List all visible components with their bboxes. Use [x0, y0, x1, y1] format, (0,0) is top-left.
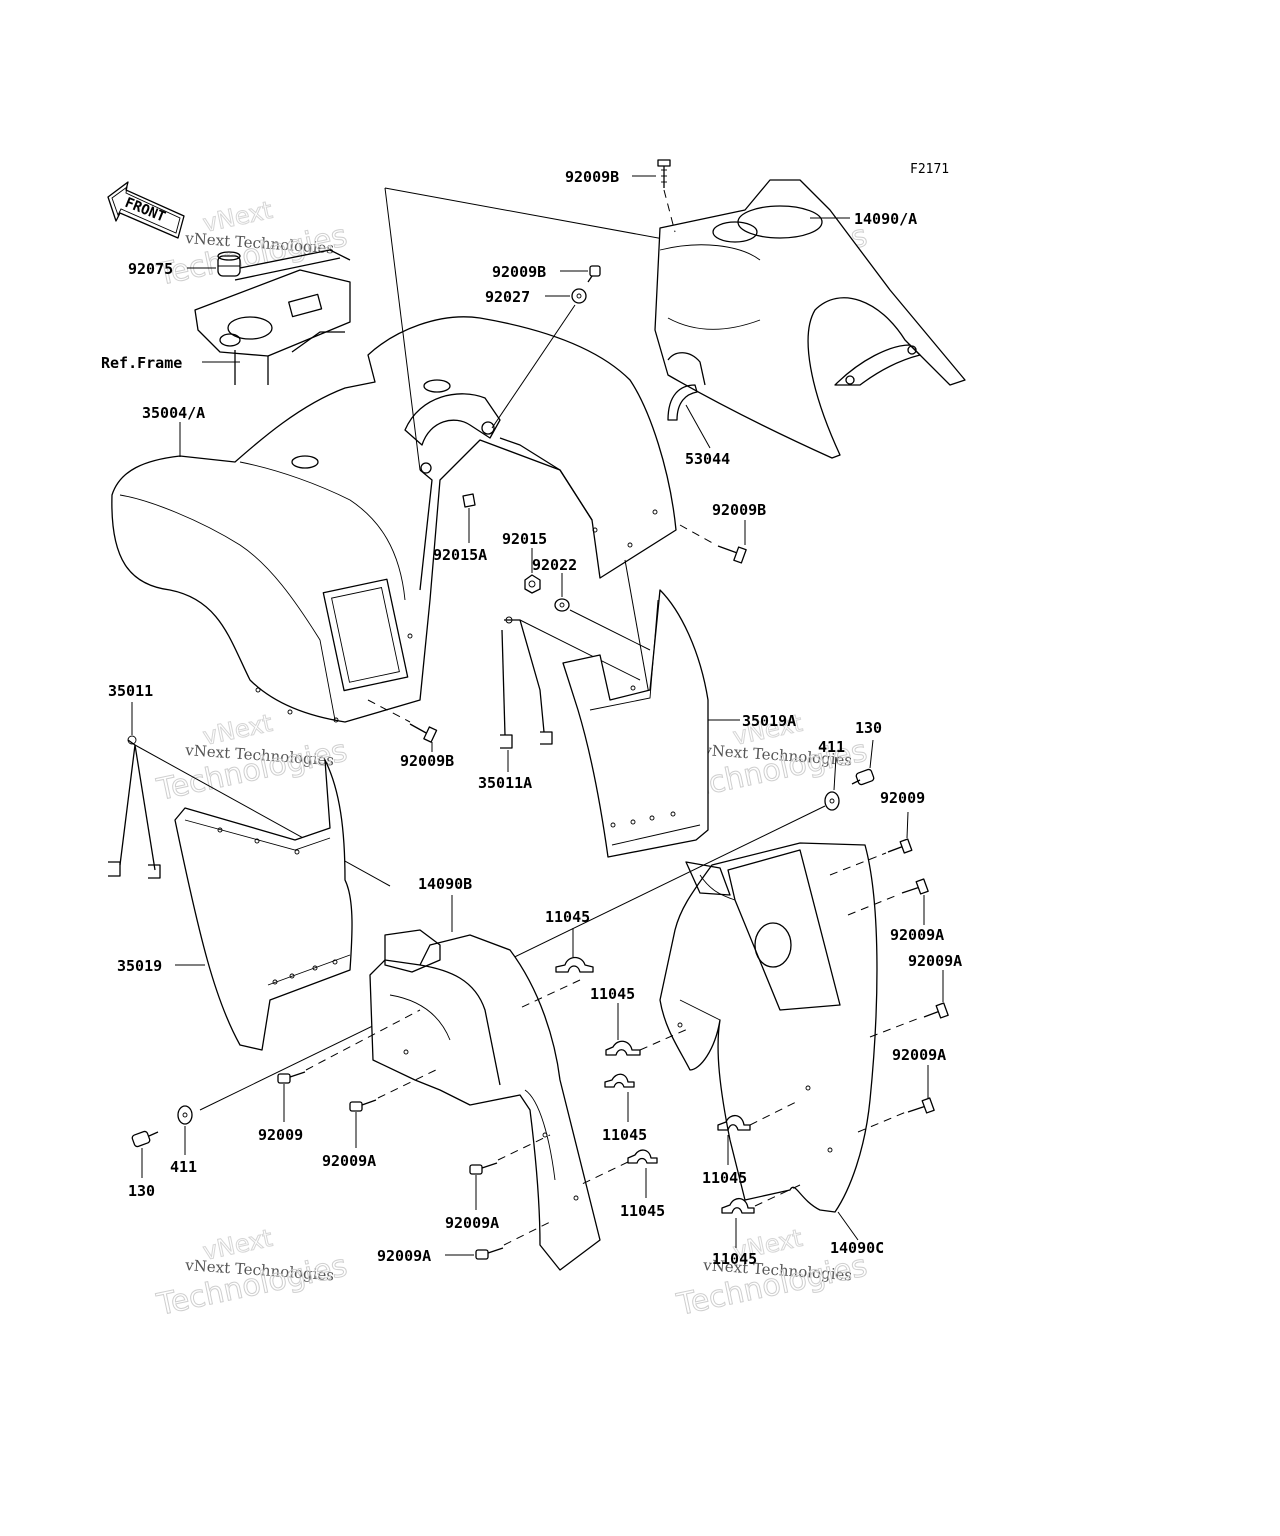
cover-14090b: [369, 929, 601, 1271]
label-92009b-top: 92009B: [565, 168, 619, 186]
cover-14090c: [659, 842, 878, 1213]
label-14090c: 14090C: [830, 1239, 884, 1257]
bolt-92009b-mid: [587, 265, 601, 283]
clamp-11045-e: [717, 1114, 751, 1131]
bolt-92009-left: [277, 1071, 306, 1084]
label-35004a: 35004/A: [142, 404, 205, 422]
mudflap-35019a: [562, 589, 709, 858]
label-92015a: 92015A: [433, 546, 487, 564]
bolt-92009b-low: [409, 723, 438, 743]
label-92027: 92027: [485, 288, 530, 306]
label-92009a-l1: 92009A: [322, 1152, 376, 1170]
label-92009-left: 92009: [258, 1126, 303, 1144]
bolt-92009a-r2: [923, 1002, 949, 1019]
bolt-130-left: [131, 1130, 159, 1148]
clamp-11045-a: [555, 956, 594, 973]
label-92009a-r2: 92009A: [908, 952, 962, 970]
clamp-11045-b: [605, 1040, 641, 1056]
label-14090b: 14090B: [418, 875, 472, 893]
bolt-92009b-right: [679, 524, 747, 564]
watermark-top-left: vNext vNext Technologies Technologies: [153, 195, 351, 294]
frame-reference: [194, 249, 351, 385]
label-92009b-right: 92009B: [712, 501, 766, 519]
label-53044: 53044: [685, 450, 730, 468]
label-92009a-r1: 92009A: [890, 926, 944, 944]
bolt-92009a-l1: [349, 1099, 377, 1112]
label-92009a-r3: 92009A: [892, 1046, 946, 1064]
bolt-92009a-l2: [469, 1162, 498, 1175]
label-92009a-l3: 92009A: [377, 1247, 431, 1265]
label-92022: 92022: [532, 556, 577, 574]
figure-code: F2171: [910, 162, 949, 177]
clamp-11045-d: [627, 1149, 658, 1164]
label-130-right: 130: [855, 719, 882, 737]
washer-92022: [554, 598, 570, 612]
bolt-92009-right: [887, 838, 913, 854]
label-92009b-low: 92009B: [400, 752, 454, 770]
label-35019a: 35019A: [742, 712, 796, 730]
svg-text:Technologies: Technologies: [153, 219, 350, 294]
nut-92015: [524, 574, 541, 594]
label-11045-a: 11045: [545, 908, 590, 926]
washer-411-left: [177, 1105, 193, 1125]
bolt-92009a-r1: [901, 878, 929, 895]
label-411-right: 411: [818, 738, 845, 756]
label-92009-right: 92009: [880, 789, 925, 807]
watermark-mid-left: vNext vNext Technologies Technologies: [153, 708, 351, 808]
clamp-11045-c: [604, 1073, 635, 1088]
washer-92027: [571, 288, 587, 304]
label-92009a-l2: 92009A: [445, 1214, 499, 1232]
label-35019: 35019: [117, 957, 162, 975]
mudflap-35019: [174, 759, 353, 1051]
label-14090a: 14090/A: [854, 210, 917, 228]
cover-14090a: [654, 179, 966, 459]
label-130-left: 130: [128, 1182, 155, 1200]
bolt-130-right: [851, 768, 875, 786]
label-92015: 92015: [502, 530, 547, 548]
front-fender-35004a: [111, 316, 677, 723]
label-11045-f: 11045: [712, 1250, 757, 1268]
label-35011a: 35011A: [478, 774, 532, 792]
bolt-92009a-r3: [907, 1097, 935, 1114]
label-11045-e: 11045: [702, 1169, 747, 1187]
bolt-92009a-l3: [475, 1247, 504, 1260]
bolt-92009b-top: [657, 159, 671, 188]
stay-35011a: [500, 616, 553, 749]
watermark-bottom-left: vNext vNext Technologies Technologies: [153, 1223, 351, 1323]
washer-411-right: [824, 791, 840, 811]
clip-53044: [667, 384, 698, 421]
ref-frame-label: Ref.Frame: [101, 354, 182, 372]
label-92009b-mid: 92009B: [492, 263, 546, 281]
label-11045-c: 11045: [602, 1126, 647, 1144]
label-11045-d: 11045: [620, 1202, 665, 1220]
label-11045-b: 11045: [590, 985, 635, 1003]
clamp-11045-f: [721, 1197, 755, 1214]
label-35011: 35011: [108, 682, 153, 700]
front-arrow-icon: FRONT: [107, 181, 185, 239]
label-411-left: 411: [170, 1158, 197, 1176]
clip-92015a: [462, 493, 476, 508]
grommet-92075: [217, 251, 241, 277]
label-92075: 92075: [128, 260, 173, 278]
stay-35011: [108, 735, 161, 879]
